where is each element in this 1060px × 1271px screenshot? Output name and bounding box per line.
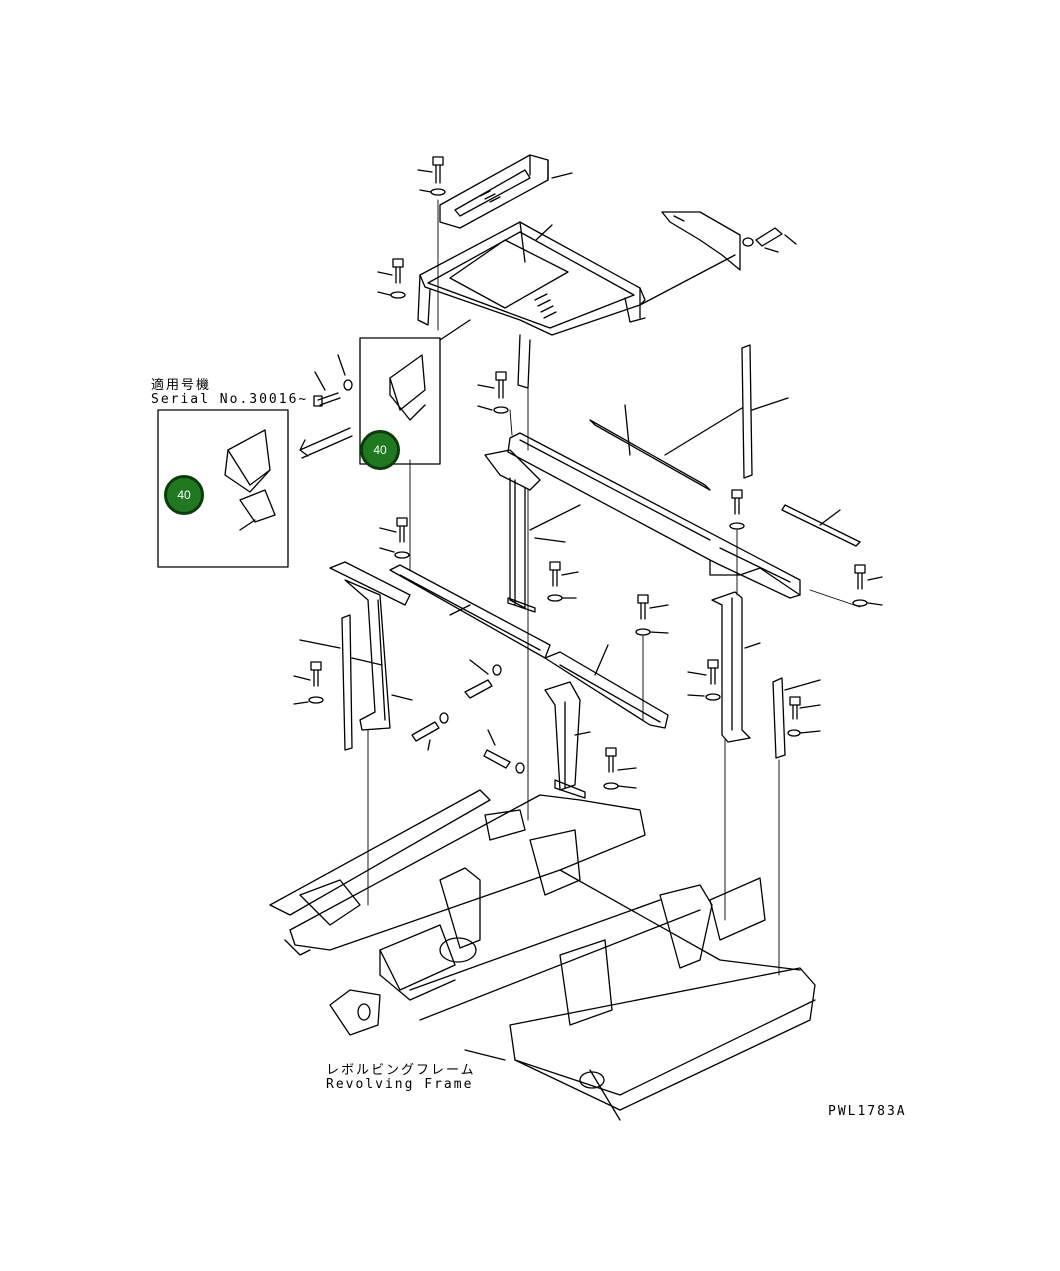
center-lower-post xyxy=(544,681,591,799)
bolt-left-lower xyxy=(293,661,324,705)
bolt-horizontal-2 xyxy=(411,712,449,751)
bolt-lower-right xyxy=(687,659,721,701)
applicable-serial-label-jp: 適用号機 xyxy=(151,378,212,393)
alignment-lines xyxy=(367,199,861,976)
inset-detail-box xyxy=(157,409,353,568)
top-cover-plate xyxy=(439,154,573,229)
revolving-frame-label-en: Revolving Frame xyxy=(326,1077,474,1092)
part-callout-40-detail[interactable]: 40 xyxy=(164,475,204,515)
bolt-horizontal-3 xyxy=(483,729,525,774)
cover-bracket-main xyxy=(359,319,471,465)
right-angle-strip xyxy=(772,677,821,759)
left-post xyxy=(299,579,413,731)
bolt-mid-center xyxy=(547,561,579,602)
bolt-left-mid xyxy=(313,354,353,407)
small-bar-right xyxy=(781,504,861,547)
bolt-far-right xyxy=(852,564,883,607)
bolt-right-upper xyxy=(729,489,745,530)
bolt-left-upper xyxy=(377,258,406,299)
top-right-bracket xyxy=(639,211,797,306)
part-callout-40-main[interactable]: 40 xyxy=(360,430,400,470)
left-strip xyxy=(341,614,353,751)
bolt-center xyxy=(477,371,509,414)
bolt-lower-center xyxy=(603,747,637,790)
bolt-mid-left xyxy=(379,517,410,559)
bolt-mid-right xyxy=(635,594,669,636)
revolving-frame xyxy=(269,789,816,1121)
center-lower-crossbar xyxy=(544,644,669,729)
revolving-frame-label-jp: レボルビングフレーム xyxy=(326,1063,476,1078)
diagonal-bar xyxy=(589,404,743,491)
vertical-bar-right xyxy=(741,344,789,479)
right-post xyxy=(711,591,761,743)
long-beam xyxy=(507,432,801,599)
center-post xyxy=(484,449,581,613)
floor-frame xyxy=(417,221,646,389)
bolt-right-lower xyxy=(787,696,821,737)
left-crossbar xyxy=(329,561,551,659)
drawing-number: PWL1783A xyxy=(828,1104,907,1119)
bolt-top xyxy=(417,156,446,196)
bolt-horizontal-1 xyxy=(464,659,502,699)
serial-number-label: Serial No.30016~ xyxy=(151,392,309,407)
